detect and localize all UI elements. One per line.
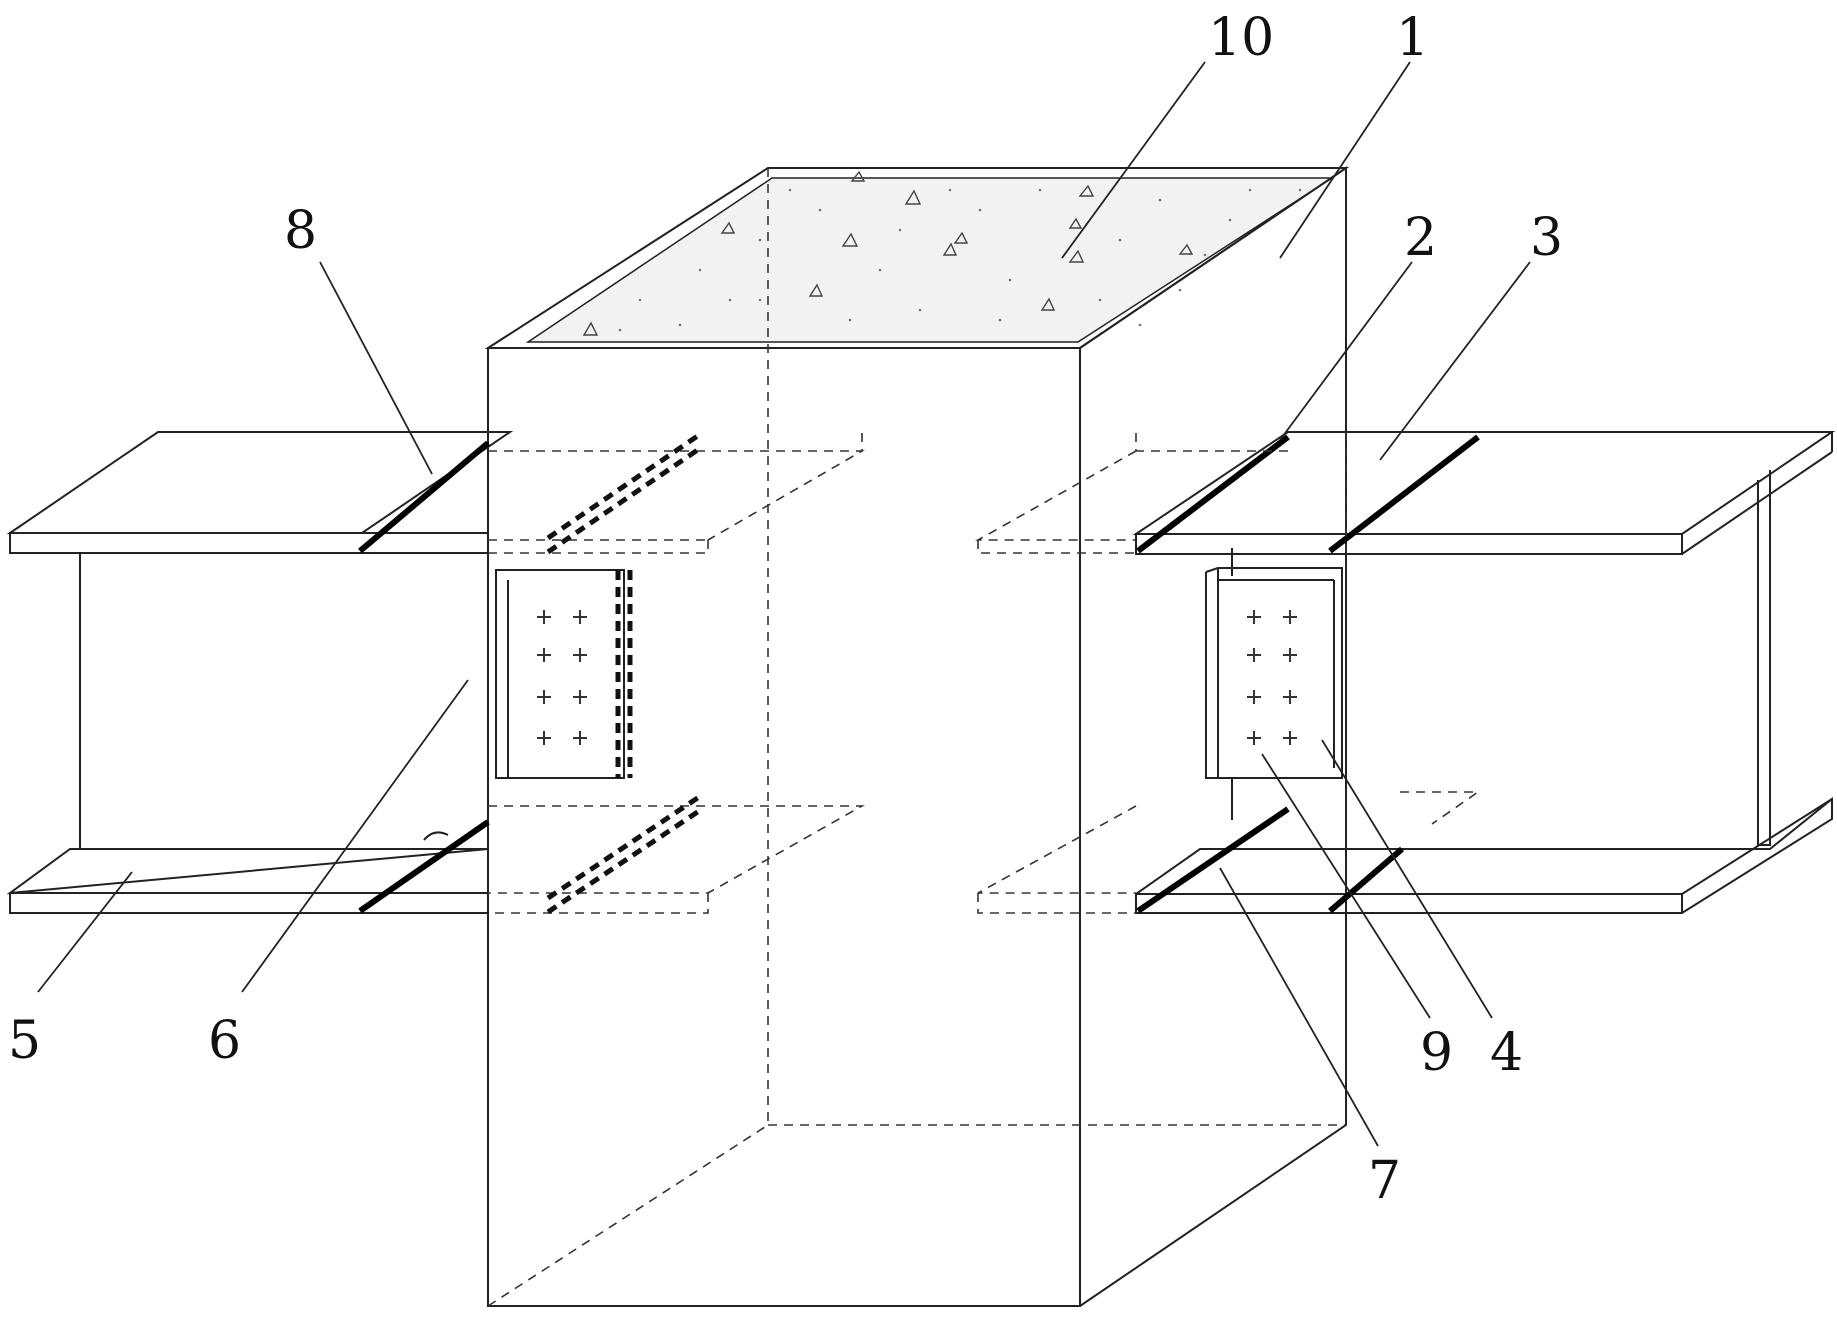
leader-8 xyxy=(320,262,432,474)
right-shear-plate xyxy=(1218,568,1342,778)
right-beam-top-flange-edge xyxy=(1136,534,1682,554)
right-beam-top-flange xyxy=(1136,432,1832,534)
label-7: 7 xyxy=(1368,1151,1401,1211)
label-1: 1 xyxy=(1396,8,1429,68)
leader-4 xyxy=(1322,740,1492,1018)
left-bottom-weld xyxy=(360,822,488,911)
label-2: 2 xyxy=(1404,208,1437,268)
left-beam-top-flange-edge xyxy=(10,533,488,553)
column-hidden-bottom-diag xyxy=(488,1125,768,1306)
column-front-face xyxy=(488,348,1080,1306)
label-4: 4 xyxy=(1490,1023,1523,1083)
right-bottom-weld-column xyxy=(1138,809,1288,911)
left-bolts xyxy=(537,610,587,745)
leader-3 xyxy=(1380,262,1530,460)
right-steel-beam xyxy=(978,432,1832,913)
label-3: 3 xyxy=(1530,208,1563,268)
left-beam-top-flange xyxy=(10,432,510,533)
label-9: 9 xyxy=(1420,1023,1453,1083)
left-shear-plate xyxy=(496,570,624,778)
column-side-face xyxy=(1080,168,1346,1306)
right-beam-bottom-flange xyxy=(1136,799,1832,913)
right-bottom-weld-beam xyxy=(1330,849,1402,911)
left-steel-beam xyxy=(10,432,862,913)
right-bolts xyxy=(1247,610,1297,745)
leader-6 xyxy=(242,680,468,992)
left-beam-bottom-flange-edge xyxy=(10,893,488,913)
leader-7 xyxy=(1220,868,1378,1146)
label-10: 10 xyxy=(1208,8,1274,68)
label-5: 5 xyxy=(8,1011,41,1071)
label-6: 6 xyxy=(208,1011,241,1071)
label-8: 8 xyxy=(284,201,317,261)
